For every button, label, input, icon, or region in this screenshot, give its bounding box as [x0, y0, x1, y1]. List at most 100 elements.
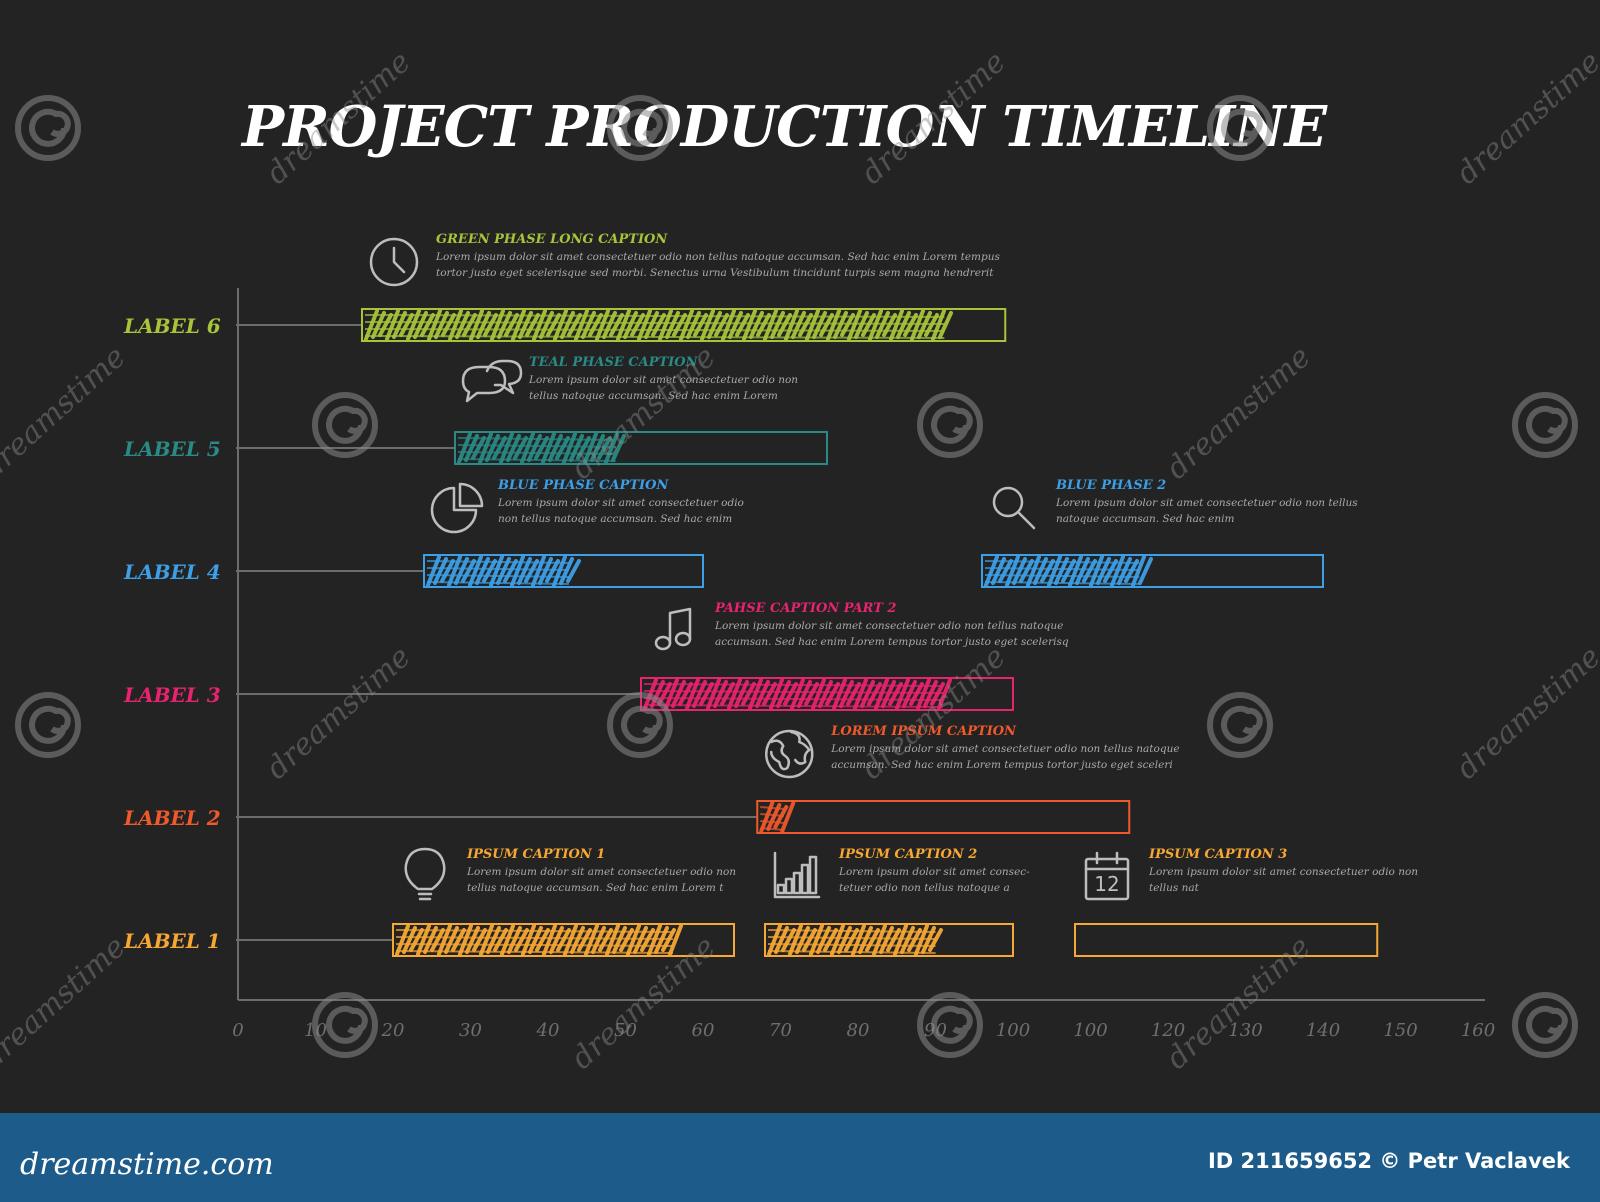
- x-tick-label: 60: [692, 1020, 715, 1041]
- task-description-line: non tellus natoque accumsan. Sed hac eni…: [498, 513, 732, 525]
- bar-progress-hatch: [426, 560, 569, 585]
- speech-bubbles-icon-stroke: [461, 365, 507, 403]
- x-tick-label: 150: [1383, 1020, 1417, 1041]
- row-label: LABEL 5: [123, 437, 221, 461]
- bar-progress-hatch: [364, 314, 945, 339]
- x-tick-label: 70: [769, 1020, 792, 1041]
- task-description-line: Lorem ipsum dolor sit amet consectetuer …: [466, 866, 736, 878]
- task-description-line: tellus natoque accumsan. Sed hac enim Lo…: [467, 882, 724, 894]
- task-bar: GREEN PHASE LONG CAPTION Lorem ipsum dolo…: [361, 232, 1007, 342]
- task-description-line: Lorem ipsum dolor sit amet consectetuer …: [435, 251, 1000, 263]
- globe-icon-stroke: [765, 729, 814, 779]
- task-bar-outline: [764, 923, 1014, 957]
- watermark-spiral-ring: [15, 95, 81, 161]
- watermark-spiral-ring: [607, 692, 673, 758]
- task-bar-outline: [392, 923, 735, 957]
- bar-progress-scribble: [759, 801, 796, 833]
- bar-graph-icon-stroke: [792, 871, 802, 895]
- bar-progress-scribble: [767, 924, 943, 956]
- x-tick-label: 130: [1228, 1020, 1262, 1041]
- task-caption: GREEN PHASE LONG CAPTION: [436, 232, 668, 247]
- bar-graph-icon: [773, 851, 821, 899]
- bar-progress-hatch: [767, 929, 936, 954]
- bar-progress-scribble: [364, 309, 953, 341]
- task-description-line: natoque accumsan. Sed hac enim: [1056, 513, 1234, 525]
- task-bar-outline: [423, 554, 704, 588]
- task-bar: BLUE PHASE CAPTION Lorem ipsum dolor sit …: [423, 478, 744, 588]
- watermark-spiral-icon: [607, 692, 673, 758]
- pie-chart-icon-stroke: [430, 486, 478, 534]
- watermark-spiral-icon: [917, 392, 983, 458]
- row-label: LABEL 6: [123, 314, 221, 338]
- watermark-spiral-ring: [312, 392, 378, 458]
- music-note-icon-stroke: [668, 607, 692, 645]
- x-tick-label: 20: [381, 1020, 405, 1041]
- footer-credit: ID 211659652 © Petr Vaclavek: [1208, 1149, 1571, 1173]
- task-caption: BLUE PHASE CAPTION: [497, 478, 669, 493]
- clock-icon: [369, 237, 419, 287]
- row-label: LABEL 4: [123, 560, 221, 584]
- x-tick-label: 100: [1073, 1020, 1107, 1041]
- task-description-line: accumsan. Sed hac enim Lorem tempus tort…: [831, 759, 1172, 771]
- task-description-line: Lorem ipsum dolor sit amet consec-: [838, 866, 1030, 878]
- calendar-icon-stroke: [1084, 857, 1130, 901]
- watermark-spiral-ring: [1207, 95, 1273, 161]
- watermark-spiral-icon: [312, 392, 378, 458]
- bar-graph-icon-stroke: [776, 883, 786, 895]
- music-note-icon: [654, 607, 692, 651]
- watermark-spiral-curl: [1526, 1005, 1568, 1044]
- watermark-spiral-curl: [621, 705, 663, 744]
- lightbulb-icon: [404, 847, 446, 901]
- pie-chart-icon-stroke: [458, 482, 484, 508]
- watermark-spiral-curl: [621, 108, 663, 147]
- watermark-spiral-ring: [917, 392, 983, 458]
- task-caption: BLUE PHASE 2: [1055, 478, 1166, 493]
- watermark-spiral-ring: [1512, 392, 1578, 458]
- watermark-spiral-icon: [15, 95, 81, 161]
- x-tick-label: 30: [459, 1020, 482, 1041]
- watermark-spiral-ring: [607, 95, 673, 161]
- x-tick-label: 50: [614, 1020, 637, 1041]
- watermark-spiral-icon: [1207, 692, 1273, 758]
- watermark-spiral-curl: [931, 405, 973, 444]
- watermark-spiral-icon: [312, 992, 378, 1058]
- calendar-icon: 12: [1084, 851, 1130, 901]
- watermark-spiral-icon: [15, 692, 81, 758]
- bar-progress-scribble: [426, 555, 581, 587]
- task-description-line: tellus natoque accumsan. Sed hac enim Lo…: [529, 390, 778, 402]
- watermark-spiral-curl: [931, 1005, 973, 1044]
- task-caption: IPSUM CAPTION 3: [1148, 847, 1287, 862]
- magnifier-icon-stroke: [992, 486, 1024, 518]
- x-tick-label: 80: [847, 1020, 870, 1041]
- bar-progress-hatch: [643, 683, 944, 708]
- task-description-line: tetuer odio non tellus natoque a: [839, 882, 1010, 894]
- watermark-spiral-curl: [1221, 108, 1263, 147]
- speech-bubbles-icon-stroke: [485, 359, 523, 395]
- task-description-line: Lorem ipsum dolor sit amet consectetuer …: [528, 374, 798, 386]
- watermark-spiral-ring: [1207, 692, 1273, 758]
- task-caption: LOREM IPSUM CAPTION: [830, 724, 1017, 739]
- watermark-spiral-icon: [1512, 992, 1578, 1058]
- lightbulb-icon-stroke: [404, 847, 446, 891]
- task-description-line: Lorem ipsum dolor sit amet consectetuer …: [497, 497, 744, 509]
- watermark-spiral-ring: [312, 992, 378, 1058]
- task-description-line: tortor justo eget scelerisque sed morbi.…: [436, 267, 994, 279]
- calendar-icon-stroke: [1084, 851, 1130, 871]
- bar-graph-icon-stroke: [800, 863, 810, 895]
- watermark-spiral-curl: [29, 705, 71, 744]
- bar-progress-hatch: [984, 560, 1140, 585]
- bar-graph-icon-stroke: [773, 851, 821, 899]
- footer-brand: dreamstime.com: [20, 1147, 274, 1182]
- watermark-spiral-ring: [15, 692, 81, 758]
- axes: [237, 288, 1485, 1001]
- task-bar-outline: [981, 554, 1324, 588]
- x-tick-label: 140: [1306, 1020, 1340, 1041]
- magnifier-icon-stroke: [1016, 510, 1036, 530]
- clock-icon-stroke: [369, 237, 419, 287]
